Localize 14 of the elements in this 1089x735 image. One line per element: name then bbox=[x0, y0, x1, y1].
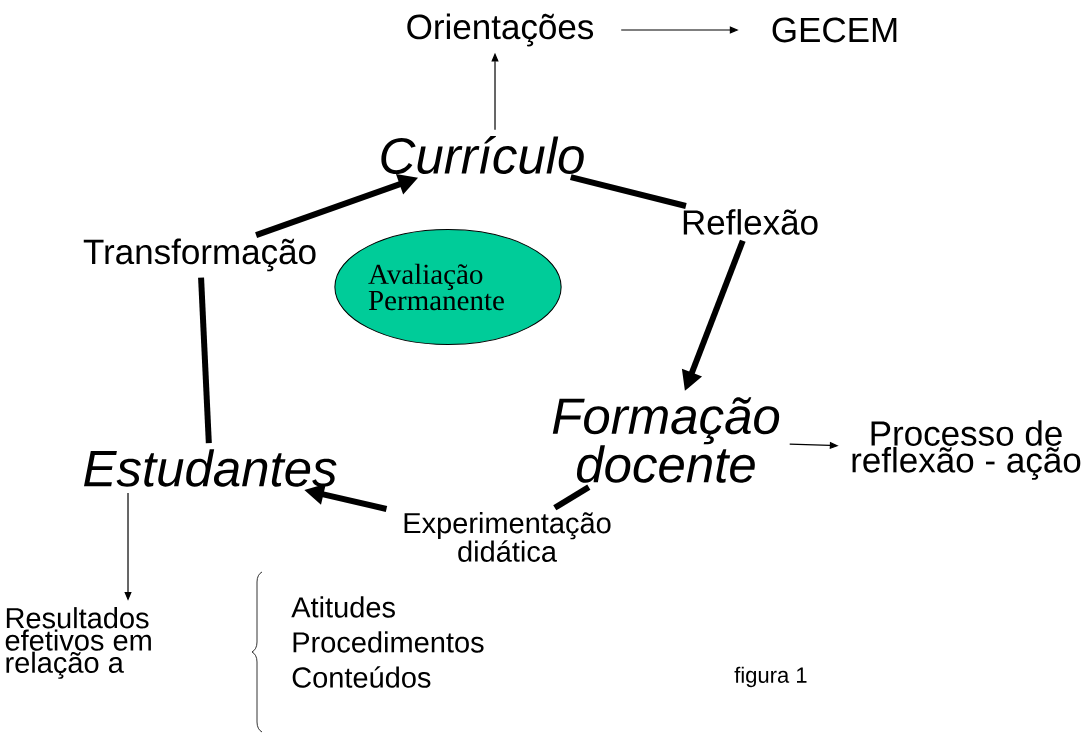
text-label: Resultados efetivos em relação a bbox=[5, 607, 151, 679]
text-label: Experimentação didática bbox=[404, 512, 611, 562]
concept-label: Formação docente bbox=[552, 397, 780, 483]
text-label: Processo de reflexão - ação bbox=[852, 420, 1081, 480]
text-label: Reflexão bbox=[683, 209, 818, 235]
concept-label: Estudantes bbox=[84, 449, 337, 487]
text-label: GECEM bbox=[772, 17, 897, 43]
text-label: Atitudes bbox=[291, 596, 395, 618]
text-label: Conteúdos bbox=[292, 666, 431, 688]
text-label: figura 1 bbox=[734, 666, 807, 688]
text-label: Transformação bbox=[83, 238, 316, 272]
text-label: Orientações bbox=[407, 13, 594, 47]
text-label: Procedimentos bbox=[293, 631, 484, 653]
concept-label: Currículo bbox=[381, 135, 584, 174]
